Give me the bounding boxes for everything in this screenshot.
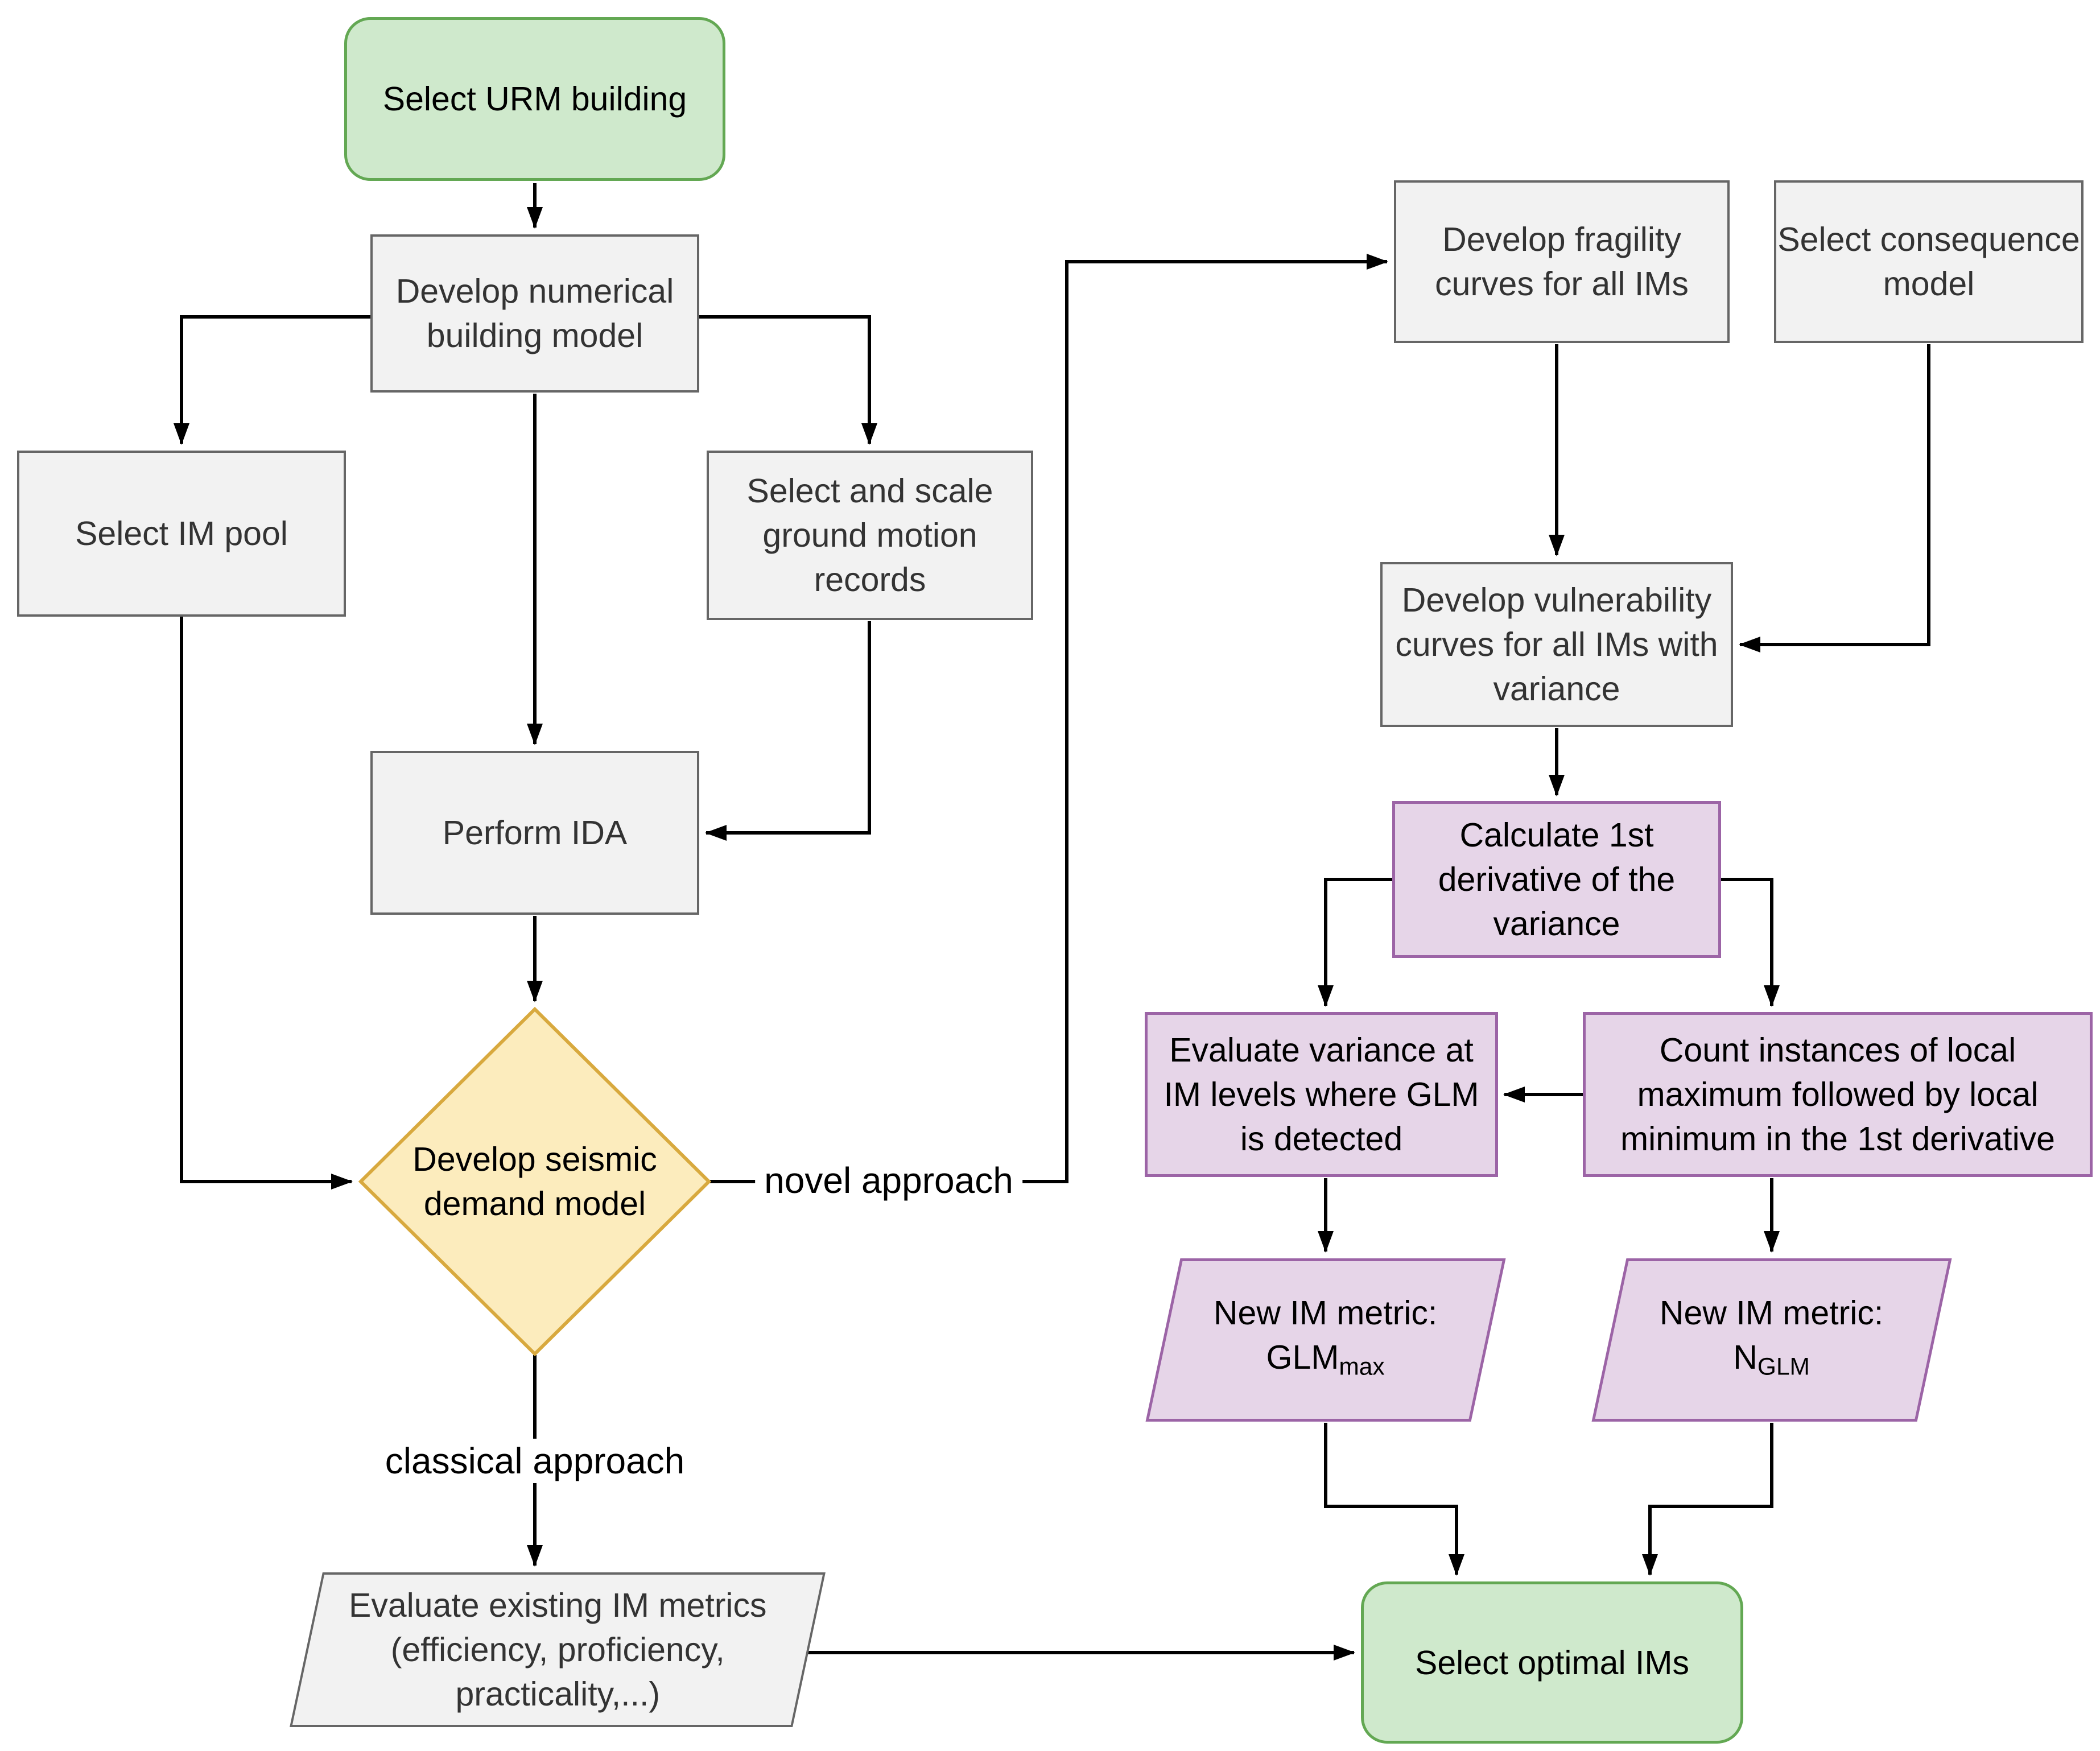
edge-consequence-to-vulnerability xyxy=(1739,344,1930,653)
edge-numerical-to-records xyxy=(699,315,877,445)
node-label: Evaluate existing IM metrics (efficiency… xyxy=(348,1587,767,1713)
decision-diamond-shape xyxy=(358,1007,711,1356)
node-label: Select optimal IMs xyxy=(1415,1643,1689,1682)
edge-label-classical-approach: classical approach xyxy=(376,1439,694,1483)
node-perform-ida: Perform IDA xyxy=(370,751,699,915)
node-label: Count instances of local maximum followe… xyxy=(1620,1031,2055,1158)
node-calculate-derivative: Calculate 1st derivative of the variance xyxy=(1392,801,1721,958)
node-develop-vulnerability: Develop vulnerability curves for all IMs… xyxy=(1380,562,1733,727)
node-new-metric-n-glm: New IM metric: NGLM xyxy=(1591,1258,1952,1422)
node-label: Calculate 1st derivative of the variance xyxy=(1438,816,1676,943)
node-label: Select URM building xyxy=(382,80,687,118)
node-label: New IM metric: GLMmax xyxy=(1214,1291,1437,1390)
metric-symbol: N xyxy=(1733,1338,1758,1376)
node-develop-fragility: Develop fragility curves for all IMs xyxy=(1394,180,1730,343)
node-select-optimal-ims: Select optimal IMs xyxy=(1361,1581,1743,1744)
node-develop-numerical-model: Develop numerical building model xyxy=(370,234,699,393)
node-label: Perform IDA xyxy=(442,814,628,852)
node-count-instances: Count instances of local maximum followe… xyxy=(1583,1012,2093,1177)
edge-numerical-to-impool xyxy=(174,315,370,445)
node-select-urm-building: Select URM building xyxy=(344,17,725,181)
node-label: New IM metric: NGLM xyxy=(1660,1291,1883,1390)
node-label: Select consequence model xyxy=(1777,221,2080,303)
edge-derivative-to-count xyxy=(1721,878,1780,1007)
node-evaluate-variance-glm: Evaluate variance at IM levels where GLM… xyxy=(1145,1012,1498,1177)
node-label: Develop vulnerability curves for all IMs… xyxy=(1395,581,1718,708)
edge-impool-to-diamond xyxy=(180,617,353,1190)
metric-symbol: GLM xyxy=(1266,1338,1339,1376)
node-label: Develop numerical building model xyxy=(395,272,674,354)
node-new-metric-glm-max: New IM metric: GLMmax xyxy=(1145,1258,1506,1422)
node-label: Select and scale ground motion records xyxy=(746,472,993,598)
edge-nglm-to-optimal xyxy=(1642,1423,1773,1576)
node-label: Evaluate variance at IM levels where GLM… xyxy=(1164,1031,1479,1158)
node-label: Develop fragility curves for all IMs xyxy=(1435,221,1689,303)
node-evaluate-existing-metrics: Evaluate existing IM metrics (efficiency… xyxy=(290,1572,826,1727)
edge-glmmax-to-optimal xyxy=(1324,1423,1464,1576)
edge-records-to-ida xyxy=(705,621,871,841)
metric-caption: New IM metric: xyxy=(1214,1294,1438,1332)
node-select-scale-records: Select and scale ground motion records xyxy=(707,451,1033,620)
node-select-im-pool: Select IM pool xyxy=(17,451,346,617)
metric-subscript: GLM xyxy=(1757,1353,1810,1381)
node-label: Develop seismic demand model xyxy=(412,1141,657,1223)
node-develop-seismic-demand: Develop seismic demand model xyxy=(358,1007,711,1356)
metric-caption: New IM metric: xyxy=(1660,1294,1884,1332)
node-label: Select IM pool xyxy=(75,515,288,552)
edge-label-novel-approach: novel approach xyxy=(755,1158,1022,1203)
node-select-consequence: Select consequence model xyxy=(1774,180,2084,343)
edge-derivative-to-evaluate xyxy=(1318,878,1392,1007)
metric-subscript: max xyxy=(1339,1353,1385,1381)
